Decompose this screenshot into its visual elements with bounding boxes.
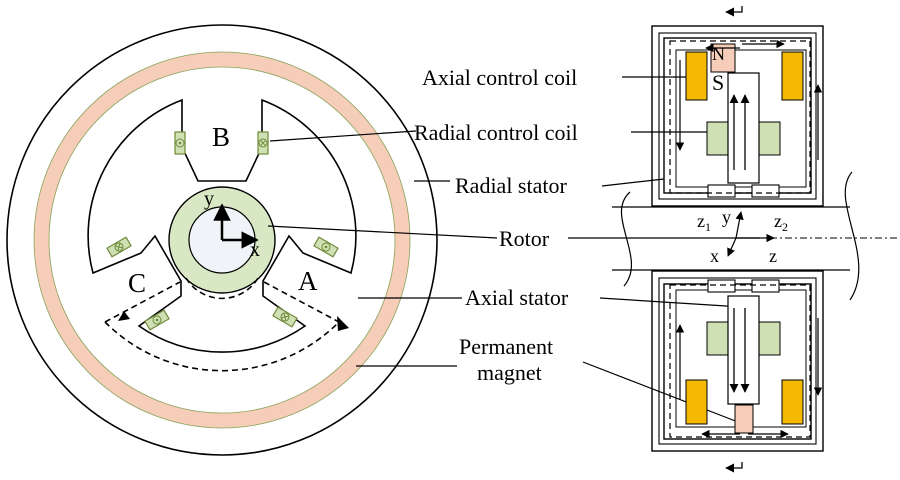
callout-axial-stator: Axial stator: [465, 285, 569, 310]
top-axial-coil-right: [781, 51, 804, 101]
top-radial-coil-left: [706, 121, 729, 156]
coil-b-left: [174, 131, 186, 155]
y-axis-label: y: [204, 188, 214, 210]
flux-path-outer: [104, 321, 340, 372]
y-label-axial: y: [722, 207, 731, 227]
radial-cross-section: y x B A C: [6, 24, 438, 456]
x-arrow-axial: [727, 237, 737, 257]
callout-radial-stator: Radial stator: [455, 173, 567, 198]
coil-c-top: [106, 236, 132, 258]
x-axis-label: x: [250, 239, 260, 261]
x-label-axial: x: [710, 246, 719, 266]
coil-b-right: [257, 131, 269, 155]
magnet-ring-inner-edge: [48, 66, 396, 414]
shaft-break-left: [620, 191, 633, 287]
flux-path-a-down: [263, 281, 340, 323]
callouts: Axial control coil Radial control coil R…: [267, 65, 760, 423]
flux-path-inner: [185, 277, 259, 300]
callout-radial-control-coil: Radial control coil: [414, 120, 578, 145]
bottom-stator: [651, 270, 824, 473]
callout-rotor: Rotor: [499, 226, 550, 251]
bottom-pm-bar: [734, 404, 754, 434]
permanent-magnet-ring: [34, 52, 410, 428]
coil-a-top: [313, 236, 339, 258]
pole-label-a: A: [298, 266, 318, 296]
bottom-axial-coil-left: [685, 379, 708, 425]
flux-arrow-a: [337, 316, 349, 331]
magnet-s-label: S: [712, 70, 724, 95]
z1-label: z1: [697, 211, 711, 234]
magnet-ring-outer-edge: [33, 51, 411, 429]
callout-magnet: magnet: [477, 360, 542, 385]
coil-a-bottom: [272, 306, 298, 328]
callout-permanent: Permanent: [459, 334, 553, 359]
z-label-axial: z: [769, 246, 777, 266]
axial-cross-section: N S z1 y z2: [612, 6, 898, 473]
flux-arrow-c: [118, 311, 130, 321]
callout-axial-control-coil: Axial control coil: [422, 65, 577, 90]
bottom-axial-coil-right: [781, 379, 804, 425]
z2-label: z2: [774, 211, 788, 234]
shaft-break-right: [844, 171, 860, 301]
flux-path-c-up: [104, 281, 181, 323]
top-pm-bar: [710, 43, 736, 73]
bottom-radial-coil-right: [758, 321, 781, 356]
top-radial-coil-right: [758, 121, 781, 156]
pole-label-b: B: [212, 122, 230, 152]
magnet-n-label: N: [712, 44, 725, 64]
y-arrow-axial: [735, 211, 744, 239]
bottom-radial-coil-left: [706, 321, 729, 356]
top-axial-coil-left: [685, 51, 708, 101]
coil-c-bottom: [144, 309, 170, 331]
top-stator: N S: [651, 6, 824, 207]
pole-label-c: C: [128, 268, 146, 298]
